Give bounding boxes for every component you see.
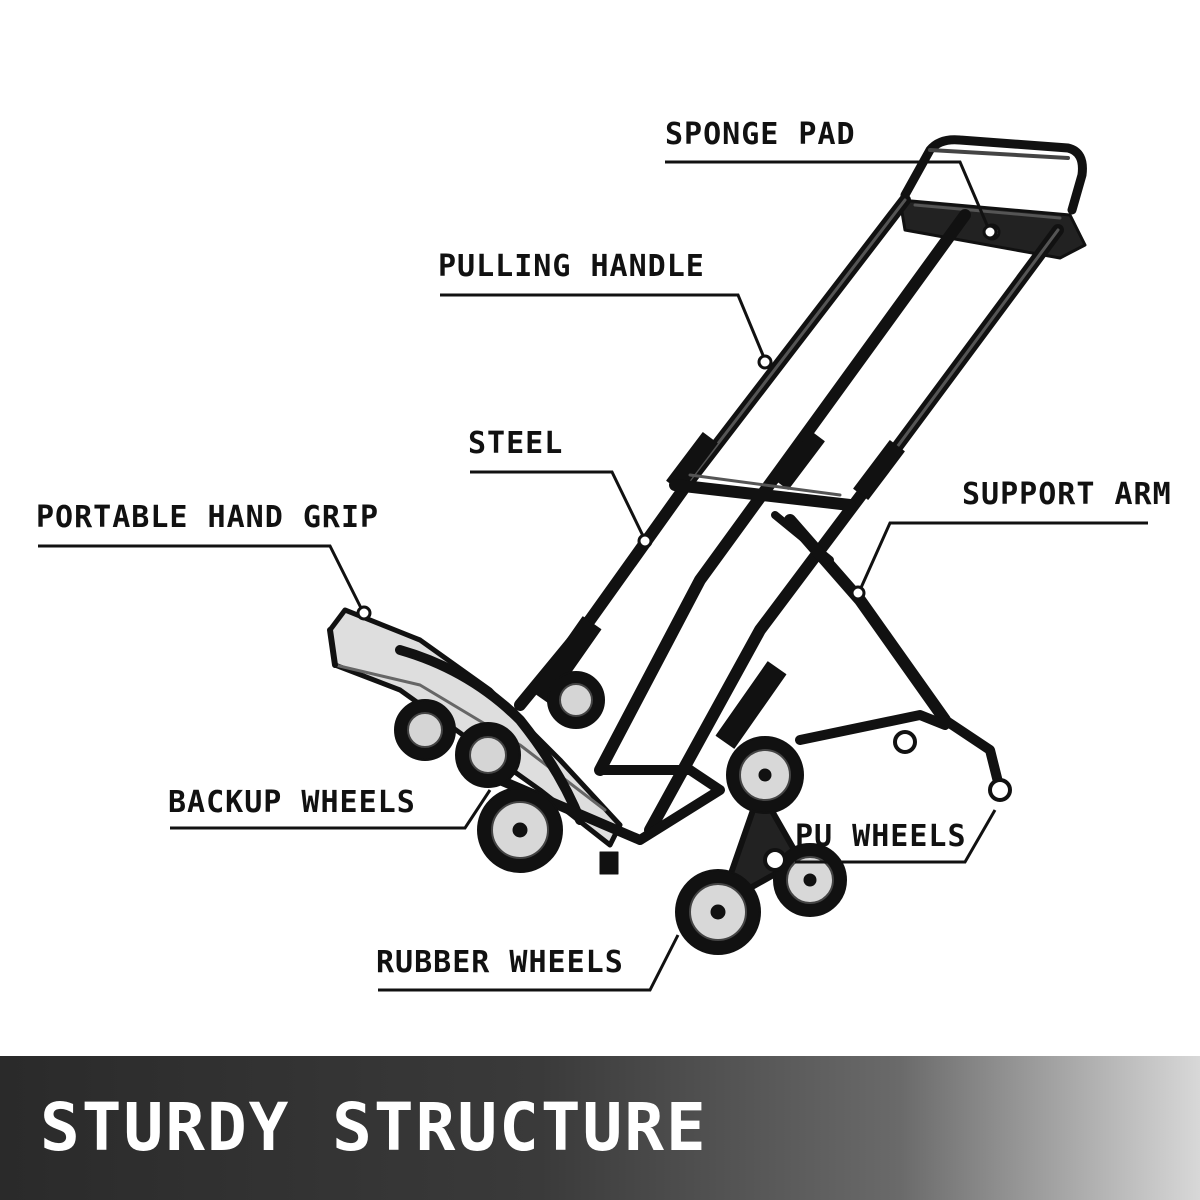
leader-steel [470,470,647,541]
label-portable-hand-grip: PORTABLE HAND GRIP [36,500,380,535]
dot-portable-hand-grip [356,605,372,621]
label-rubber-wheels: RUBBER WHEELS [376,945,624,980]
leader-portable-hand-grip [38,544,365,613]
dot-sponge-pad [982,224,998,240]
leader-sponge-pad [665,160,992,233]
base-frame [495,765,725,845]
label-backup-wheels: BACKUP WHEELS [168,785,416,820]
banner-title: STURDY STRUCTURE [40,1089,708,1166]
middle-rail [594,209,971,776]
hand-grip-arc [395,645,585,825]
cross-bar [669,479,856,511]
label-steel: STEEL [468,426,564,461]
leader-pu-wheels [795,809,997,864]
label-pu-wheels: PU WHEELS [795,819,967,854]
label-support-arm: SUPPORT ARM [962,477,1172,512]
leader-lines [38,160,1148,992]
handle-inner-loop [928,148,1070,160]
tri-star-wheels-drawing [675,736,847,955]
right-rail [644,224,1064,836]
leader-backup-wheels [170,789,492,830]
rubber-wheel-drawing [477,787,563,873]
leader-support-arm [858,521,1148,591]
leader-rubber-wheels [378,934,680,992]
dot-steel [637,533,653,549]
hand-truck-illustration [38,135,1148,992]
dot-pulling-handle [757,354,773,370]
leader-pulling-handle [440,293,767,361]
backup-wheels-drawing [394,671,605,788]
label-pulling-handle: PULLING HANDLE [438,249,705,284]
dot-support-arm [850,585,866,601]
hand-truck [327,135,1087,955]
pulling-handle-loop [900,135,1087,215]
callout-dots [356,224,998,621]
title-banner: STURDY STRUCTURE [0,1056,1200,1200]
label-sponge-pad: SPONGE PAD [665,117,856,152]
